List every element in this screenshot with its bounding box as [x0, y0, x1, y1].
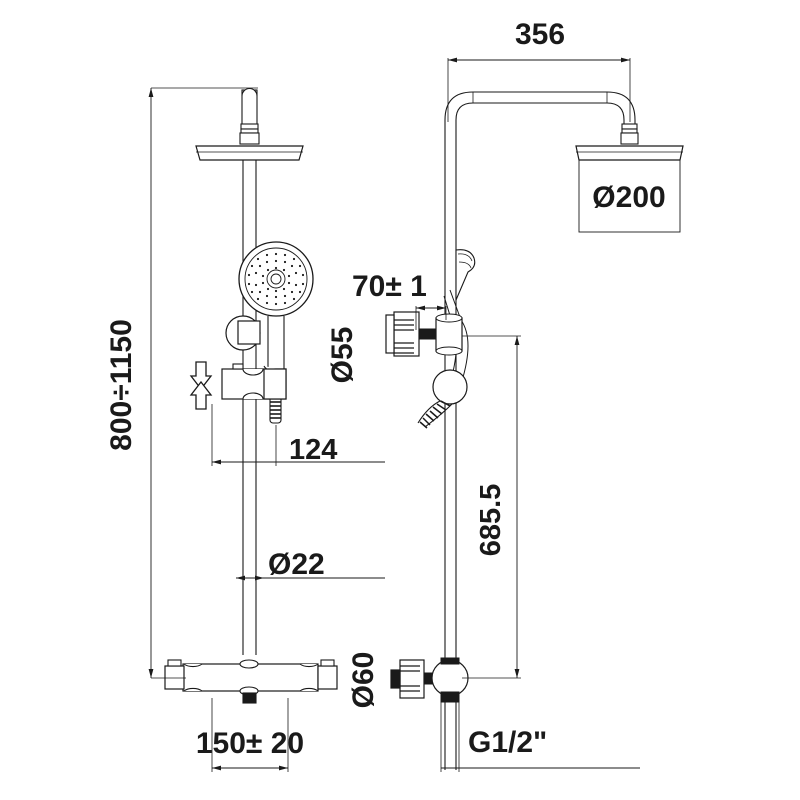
sliding-bracket [221, 363, 287, 400]
label-bracket-diameter: Ø55 [326, 327, 359, 384]
label-handset-offset: 124 [289, 434, 337, 466]
riser-rail [242, 160, 257, 655]
dimension-riser-height: 685.5 [462, 335, 521, 679]
label-riser-diameter: Ø22 [268, 548, 325, 581]
soap-holder-ring-right [417, 369, 468, 429]
slider-adjust-up [189, 380, 213, 410]
soap-holder-ring [225, 315, 261, 351]
hand-shower-head [238, 241, 314, 317]
dimension-valve-centres: 150± 20 [196, 698, 304, 772]
dimension-riser-diameter: Ø22 [236, 548, 385, 581]
label-riser-height: 685.5 [475, 484, 507, 557]
sliding-bracket-right [385, 311, 463, 357]
overhead-shower-arm [239, 88, 260, 145]
slider-adjust-down [189, 361, 213, 391]
thermostatic-mixer-valve [164, 659, 338, 704]
label-overall-height: 800÷1150 [105, 319, 138, 451]
dimension-inlet-thread: G1/2" [440, 702, 640, 772]
dimension-bracket-diameter: Ø55 [326, 327, 359, 384]
label-flange-diameter: Ø60 [347, 652, 380, 709]
dimension-flange-diameter: Ø60 [347, 652, 380, 709]
overhead-shower-head [195, 145, 304, 161]
label-valve-centres: 150± 20 [196, 727, 304, 760]
label-inlet-thread: G1/2" [468, 726, 547, 759]
label-overhead-diameter: Ø200 [592, 181, 665, 214]
dimension-handset-offset: 124 [211, 404, 385, 466]
label-arm-reach: 356 [515, 18, 565, 51]
overhead-shower-head-right: Ø200 [575, 145, 684, 233]
label-wall-offset: 70± 1 [352, 270, 427, 303]
dimension-arm-reach: 356 [447, 18, 631, 122]
shower-arm [444, 91, 639, 300]
dimension-overall-height: 800÷1150 [105, 87, 258, 679]
dimension-wall-offset: 70± 1 [352, 270, 447, 330]
wall-elbow [390, 657, 469, 703]
